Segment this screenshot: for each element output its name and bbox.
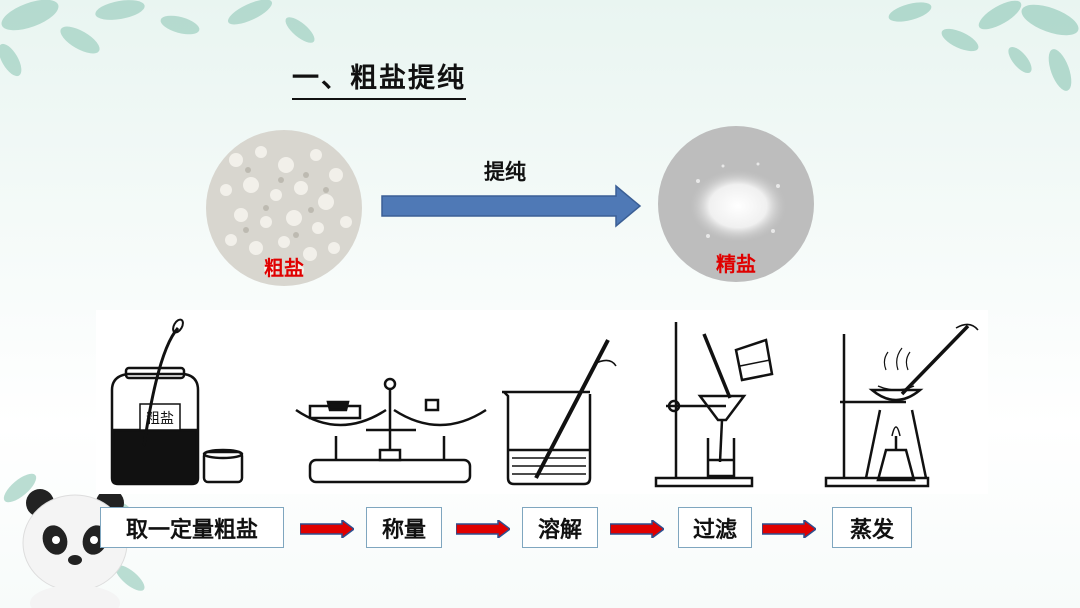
filtration-setup-icon [656, 322, 772, 486]
step-arrow-1 [300, 520, 354, 538]
coarse-salt-label: 粗盐 [206, 252, 362, 281]
step-arrow-4 [762, 520, 816, 538]
step-take-coarse-salt: 取一定量粗盐 [100, 507, 284, 548]
evaporation-setup-icon [826, 324, 978, 486]
step-arrow-3 [610, 520, 664, 538]
purify-arrow [380, 184, 642, 228]
refined-salt-photo: 精盐 [658, 126, 814, 282]
purify-arrow-label: 提纯 [484, 156, 526, 186]
balance-scale-icon [296, 379, 486, 482]
leaves-top-left-decoration [0, 0, 330, 95]
coarse-salt-photo: 粗盐 [206, 130, 362, 286]
step-dissolve: 溶解 [522, 507, 598, 548]
page-title: 一、粗盐提纯 [292, 56, 466, 100]
apparatus-illustration: 粗盐 [96, 310, 988, 494]
salt-jar-icon [112, 318, 242, 484]
step-filter: 过滤 [678, 507, 752, 548]
refined-salt-label: 精盐 [658, 248, 814, 277]
jar-label: 粗盐 [146, 411, 174, 427]
beaker-stirring-icon [502, 340, 616, 484]
step-weigh: 称量 [366, 507, 442, 548]
leaves-top-right-decoration [850, 0, 1080, 110]
step-arrow-2 [456, 520, 510, 538]
step-evaporate: 蒸发 [832, 507, 912, 548]
